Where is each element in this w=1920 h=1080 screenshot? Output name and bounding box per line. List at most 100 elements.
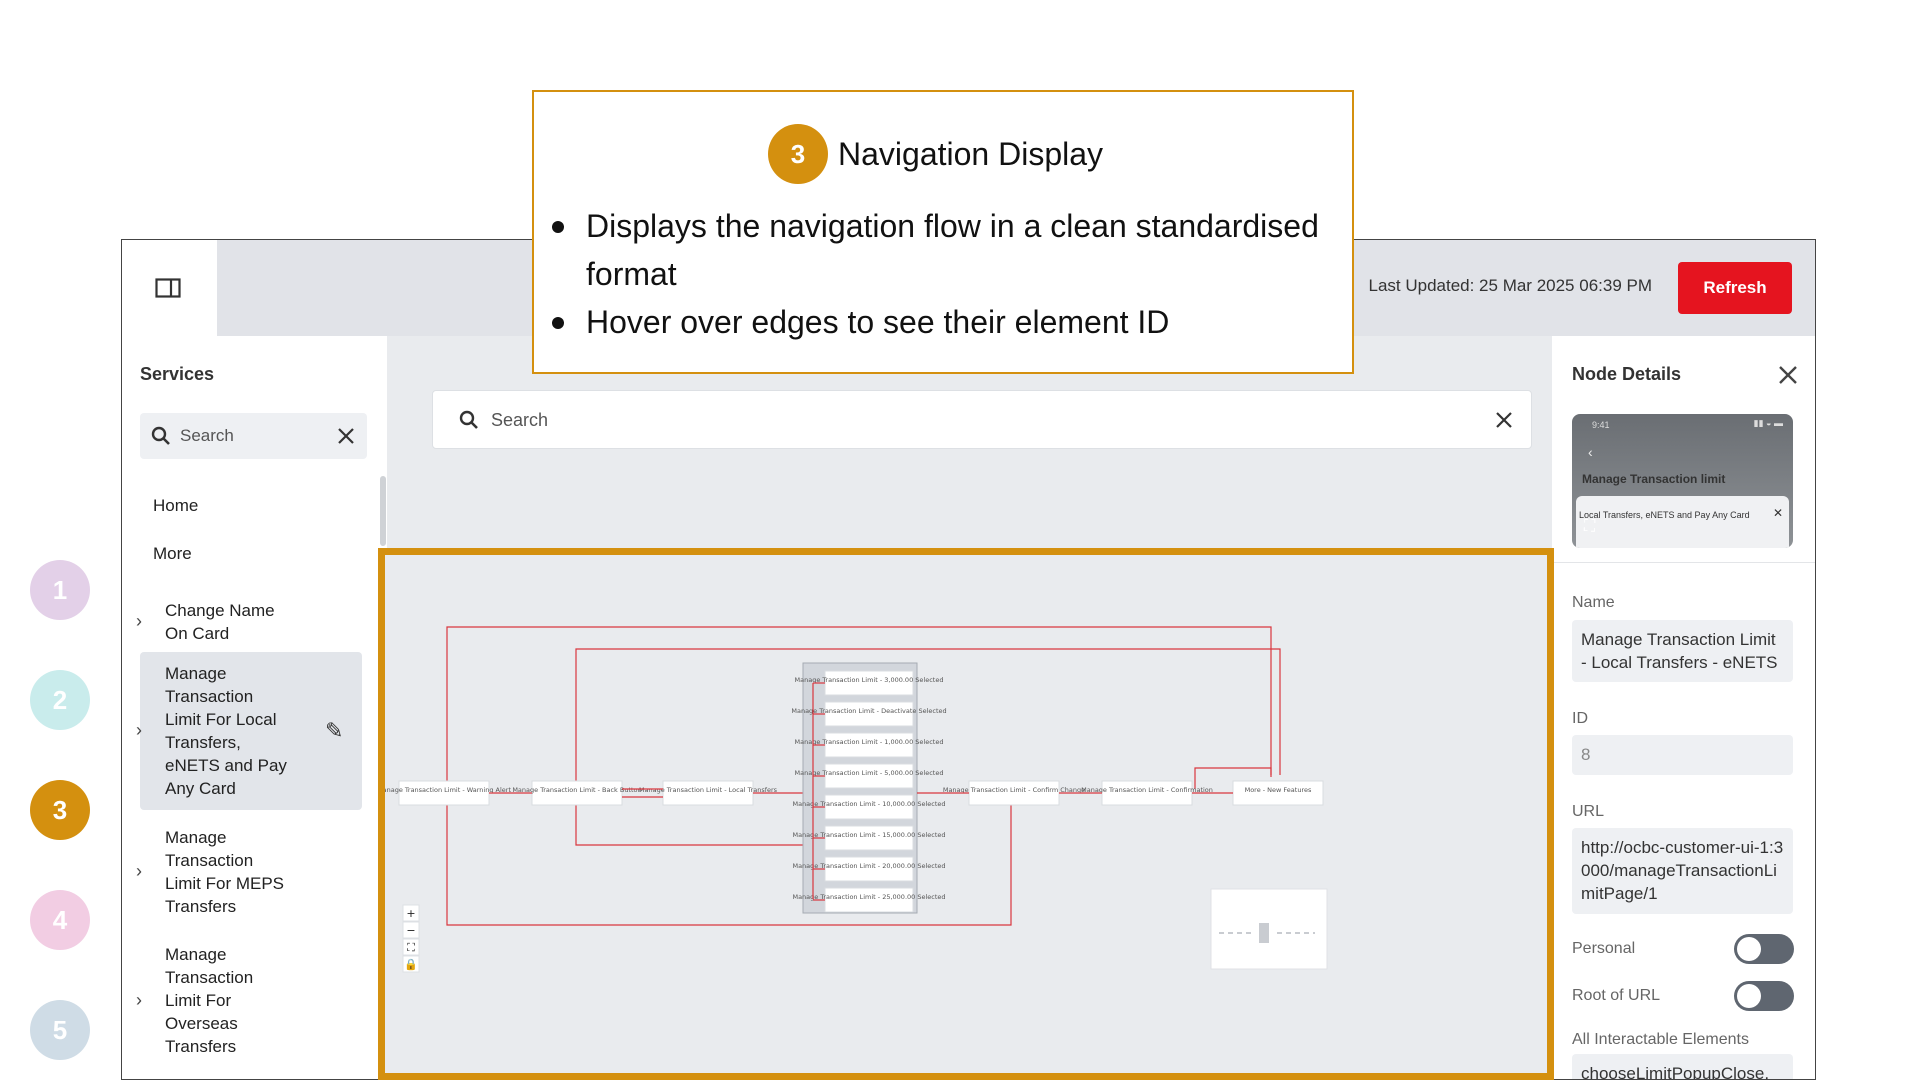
chevron-right-icon[interactable]: › <box>136 611 142 631</box>
preview-popup: Local Transfers, eNETS and Pay Any Card … <box>1576 496 1789 548</box>
graph-node-label: Manage Transaction Limit - Confirm Chang… <box>943 786 1085 794</box>
last-updated-text: Last Updated: 25 Mar 2025 06:39 PM <box>1368 276 1652 295</box>
graph-node-label: Manage Transaction Limit - 3,000.00 Sele… <box>795 676 944 684</box>
root-of-url-label: Root of URL <box>1572 987 1661 1004</box>
graph-edge-loop-bottom[interactable] <box>446 802 1012 926</box>
graph-node-label: Manage Transaction Limit - Warning Alert <box>385 786 511 794</box>
graph-node[interactable] <box>824 856 914 882</box>
callout-title: Navigation Display <box>838 136 1104 172</box>
expand-icon[interactable]: ⛶ <box>1584 518 1596 535</box>
chevron-right-icon[interactable]: › <box>136 720 142 740</box>
clear-search-icon[interactable] <box>337 427 355 445</box>
sidebar-toggle-icon[interactable] <box>155 278 181 298</box>
edit-icon[interactable]: ✎ <box>325 718 344 743</box>
refresh-button[interactable]: Refresh <box>1678 262 1792 314</box>
sidebar-item-label: Manage Transaction Limit For Local Trans… <box>165 664 287 798</box>
sidebar-item[interactable]: Manage Transaction Limit For Overseas Tr… <box>122 943 367 1074</box>
zoom-control-button[interactable] <box>402 938 420 956</box>
step-circle-4: 4 <box>30 890 90 950</box>
graph-node-label: Manage Transaction Limit - 10,000.00 Sel… <box>792 800 945 808</box>
graph-node-label: Manage Transaction Limit - 5,000.00 Sele… <box>795 769 944 777</box>
graph-node-label: Manage Transaction Limit - Confirmation <box>1081 786 1213 794</box>
preview-close-icon: ✕ <box>1772 506 1783 520</box>
graph-node[interactable] <box>531 780 623 806</box>
screen-preview[interactable]: 9:41 ▮▮ ◒ ▬ ‹ Manage Transaction limit L… <box>1572 414 1793 548</box>
sidebar-item-label: Home <box>153 496 199 515</box>
sidebar-search-input[interactable]: Search <box>140 413 367 459</box>
zoom-control-label: + <box>406 907 415 920</box>
sidebar-item[interactable]: Manage Transaction Limit For MEPS Transf… <box>122 826 367 934</box>
graph-node-label: More - New Features <box>1245 786 1312 794</box>
callout-bullet-text-1: Displays the navigation flow in a clean … <box>586 208 1319 292</box>
zoom-control-label: 🔒 <box>404 958 418 971</box>
graph-edge-loop-mid[interactable] <box>575 648 1281 789</box>
id-field[interactable]: 8 <box>1572 735 1793 775</box>
bullet-icon <box>552 317 564 329</box>
sidebar-item[interactable]: Manage Transaction Limit For Local Trans… <box>136 652 362 810</box>
step-circle-5: 5 <box>30 1000 90 1060</box>
graph-edge-loop-top[interactable] <box>446 626 1272 789</box>
graph-edge-back[interactable] <box>575 801 803 846</box>
graph-node[interactable] <box>824 763 914 789</box>
graph-node[interactable] <box>824 887 914 913</box>
clear-search-icon[interactable] <box>1495 411 1513 429</box>
root-of-url-toggle[interactable] <box>1734 981 1794 1011</box>
preview-time: 9:41 <box>1592 420 1610 430</box>
graph-node[interactable] <box>824 732 914 758</box>
step-circle-2: 2 <box>30 670 90 730</box>
zoom-control-label: − <box>406 924 415 937</box>
main-search-input[interactable]: Search <box>432 390 1532 449</box>
bullet-icon <box>552 221 564 233</box>
zoom-control-label: ⛶ <box>407 941 415 954</box>
sidebar-scrollbar[interactable] <box>380 476 386 546</box>
step-circle-3: 3 <box>30 780 90 840</box>
callout-bullet-1: Displays the navigation flow in a clean … <box>552 202 1342 298</box>
close-icon[interactable] <box>1778 365 1798 385</box>
sidebar-item[interactable]: Change Name On Card › <box>122 599 367 661</box>
navigation-display-highlight: Manage Transaction Limit - Warning Alert… <box>378 548 1554 1080</box>
sidebar-item[interactable]: Home <box>122 494 367 533</box>
zoom-control-button[interactable] <box>402 955 420 973</box>
main-search-placeholder: Search <box>491 410 549 430</box>
search-icon <box>151 426 170 445</box>
graph-node[interactable] <box>1101 780 1193 806</box>
sidebar-toggle-area <box>122 240 217 336</box>
toggle-knob <box>1737 984 1761 1008</box>
name-field[interactable]: Manage Transaction Limit - Local Transfe… <box>1572 620 1793 682</box>
graph-node-label: Manage Transaction Limit - Local Transfe… <box>639 786 778 794</box>
toggle-knob <box>1737 937 1761 961</box>
graph-node[interactable] <box>968 780 1060 806</box>
sidebar-item-label: More <box>153 544 192 563</box>
navigation-graph[interactable]: Manage Transaction Limit - Warning Alert… <box>385 555 1547 1073</box>
interactable-elements-label: All Interactable Elements <box>1572 1031 1749 1048</box>
callout-badge: 3 <box>768 124 828 184</box>
zoom-control-button[interactable] <box>402 904 420 922</box>
graph-node-label: Manage Transaction Limit - 20,000.00 Sel… <box>792 862 945 870</box>
node-details-panel: Node Details 9:41 ▮▮ ◒ ▬ ‹ Manage Transa… <box>1552 336 1815 1079</box>
chevron-right-icon[interactable]: › <box>136 861 142 881</box>
callout-box: 3 Navigation Display Displays the naviga… <box>532 90 1354 374</box>
url-field[interactable]: http://ocbc-customer-ui-1:3000/manageTra… <box>1572 828 1793 914</box>
graph-node-label: Manage Transaction Limit - 15,000.00 Sel… <box>792 831 945 839</box>
sidebar-search-placeholder: Search <box>180 426 234 445</box>
zoom-control-button[interactable] <box>402 921 420 939</box>
graph-node-label: Manage Transaction Limit - Back Button <box>512 786 641 794</box>
callout-bullet-text-2: Hover over edges to see their element ID <box>586 304 1170 340</box>
chevron-right-icon[interactable]: › <box>136 989 142 1010</box>
id-label: ID <box>1572 710 1588 727</box>
graph-node[interactable] <box>824 794 914 820</box>
interactable-elements-field[interactable]: chooseLimitPopupClose, <box>1572 1054 1793 1079</box>
personal-label: Personal <box>1572 940 1636 957</box>
graph-node[interactable] <box>824 825 914 851</box>
preview-subtitle: Local Transfers, eNETS and Pay Any Card <box>1579 510 1750 520</box>
preview-status-icons: ▮▮ ◒ ▬ <box>1753 418 1783 428</box>
graph-node-label: Manage Transaction Limit - Deactivate Se… <box>791 707 946 715</box>
personal-toggle[interactable] <box>1734 934 1794 964</box>
sidebar-item[interactable]: More <box>122 542 367 581</box>
graph-node-label: Manage Transaction Limit - 1,000.00 Sele… <box>795 738 944 746</box>
search-icon <box>459 410 478 429</box>
graph-edge-more[interactable] <box>1194 767 1272 789</box>
sidebar-item-label: Change Name On Card <box>165 601 275 643</box>
step-circle-1: 1 <box>30 560 90 620</box>
